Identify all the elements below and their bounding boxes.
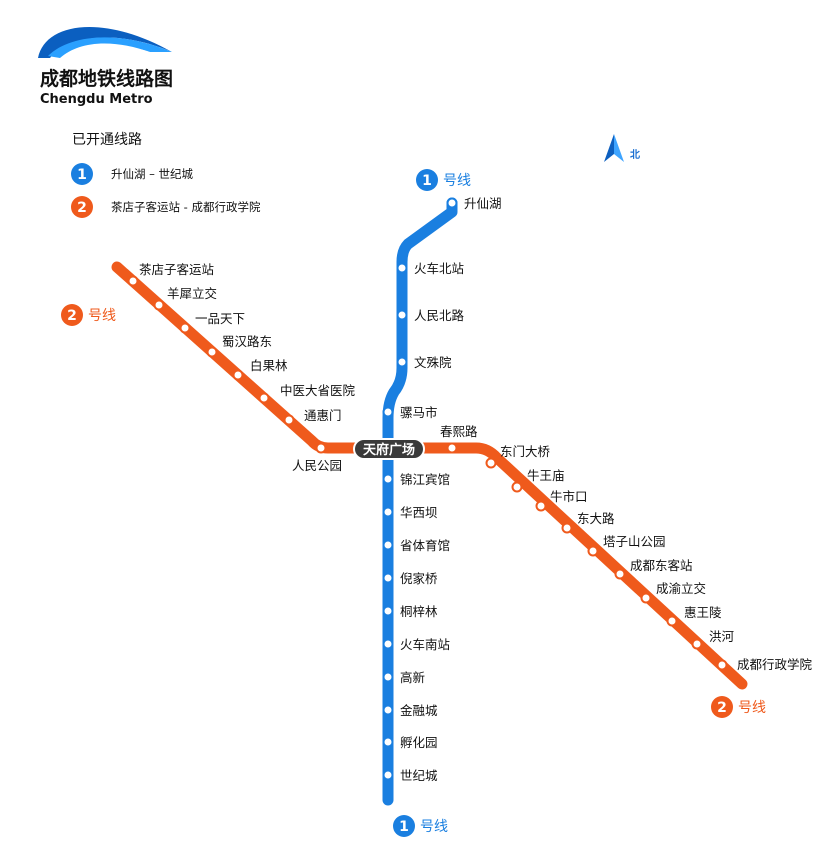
- station-line2[interactable]: 羊犀立交: [153, 286, 218, 311]
- line-2-badge-east-suffix: 号线: [738, 700, 766, 716]
- station-label: 一品天下: [195, 311, 245, 326]
- station-label: 孵化园: [400, 735, 438, 750]
- station-label: 文殊院: [414, 355, 452, 370]
- station-label: 塔子山公园: [603, 534, 666, 549]
- line-1-badge-top: 1 号线: [416, 169, 471, 191]
- station-label: 成都行政学院: [737, 657, 813, 672]
- station-label: 羊犀立交: [167, 286, 217, 301]
- station-label: 省体育馆: [400, 538, 450, 553]
- station-label: 锦江宾馆: [400, 472, 450, 487]
- station-label: 通惠门: [304, 408, 342, 423]
- legend-line-2-number: 2: [77, 200, 87, 216]
- station-label: 火车南站: [400, 637, 450, 652]
- station-line2[interactable]: 人民公园: [292, 442, 342, 474]
- station-label: 茶店子客运站: [139, 262, 214, 277]
- line-1-badge-bottom-suffix: 号线: [420, 819, 448, 835]
- station-line2[interactable]: 白果林: [232, 358, 289, 381]
- station-label: 倪家桥: [400, 571, 438, 586]
- line-2-west-stations: 茶店子客运站 羊犀立交 一品天下 蜀汉路东 白果林 中医大省医院 通惠门 人民公…: [127, 262, 356, 474]
- station-label: 高新: [400, 670, 425, 685]
- station-label: 金融城: [400, 703, 438, 718]
- station-label: 春熙路: [440, 424, 478, 439]
- station-line2[interactable]: 成都行政学院: [716, 657, 813, 672]
- station-label: 成渝立交: [656, 581, 706, 596]
- station-label: 东门大桥: [500, 444, 551, 459]
- line-2-east-stations: 春熙路 东门大桥 牛王庙 牛市口 东大路 塔子山公园 成都东客站 成渝立交 惠王…: [440, 424, 813, 672]
- station-label: 中医大省医院: [280, 383, 356, 398]
- station-label: 世纪城: [400, 768, 438, 783]
- legend-heading: 已开通线路: [72, 132, 142, 148]
- station-line2[interactable]: 牛市口: [535, 489, 588, 512]
- station-line2[interactable]: 惠王陵: [666, 605, 723, 627]
- line-1-badge-bottom: 1 号线: [393, 815, 448, 837]
- line-1-badge-top-number: 1: [422, 173, 432, 189]
- station-line1[interactable]: 锦江宾馆: [382, 472, 451, 487]
- station-label: 蜀汉路东: [222, 334, 272, 349]
- station-line1[interactable]: 孵化园: [382, 735, 438, 750]
- station-line1[interactable]: 人民北路: [396, 308, 465, 323]
- line-2-badge-east: 2 号线: [711, 696, 766, 718]
- station-line1[interactable]: 火车北站: [396, 261, 465, 276]
- station-label: 骡马市: [400, 405, 438, 420]
- station-line2[interactable]: 茶店子客运站: [127, 262, 215, 287]
- interchange-station[interactable]: 天府广场: [353, 438, 425, 460]
- legend-line-1: 1 升仙湖 – 世纪城: [71, 163, 194, 185]
- station-line2[interactable]: 东大路: [561, 511, 616, 534]
- station-line2[interactable]: 一品天下: [179, 311, 246, 334]
- station-label: 东大路: [577, 511, 615, 526]
- station-line1[interactable]: 高新: [382, 670, 426, 685]
- station-line1[interactable]: 金融城: [382, 703, 439, 718]
- station-line1[interactable]: 倪家桥: [382, 571, 439, 586]
- station-label: 白果林: [250, 358, 288, 373]
- line-1-badge-bottom-number: 1: [399, 819, 409, 835]
- station-line1[interactable]: 世纪城: [382, 768, 439, 783]
- station-line2[interactable]: 通惠门: [283, 408, 342, 426]
- line-2-badge-west-number: 2: [67, 308, 77, 324]
- north-arrow-icon: [604, 134, 624, 162]
- station-line1[interactable]: 骡马市: [382, 405, 438, 420]
- station-line2[interactable]: 塔子山公园: [587, 534, 666, 557]
- legend-line-1-number: 1: [77, 167, 87, 183]
- station-line2[interactable]: 成都东客站: [614, 558, 693, 580]
- legend-line-1-text: 升仙湖 – 世纪城: [111, 167, 194, 181]
- station-line2[interactable]: 中医大省医院: [258, 383, 356, 404]
- station-line1[interactable]: 省体育馆: [382, 538, 451, 553]
- station-line2[interactable]: 春熙路: [440, 424, 478, 454]
- station-label: 华西坝: [400, 505, 438, 520]
- station-line2[interactable]: 东门大桥: [485, 444, 551, 469]
- legend-line-2-text: 茶店子客运站 - 成都行政学院: [111, 200, 261, 214]
- station-label: 成都东客站: [630, 558, 693, 573]
- interchange-label: 天府广场: [363, 442, 415, 458]
- station-line1[interactable]: 火车南站: [382, 637, 451, 652]
- station-line1[interactable]: 华西坝: [382, 505, 438, 520]
- line-2-badge-west: 2 号线: [61, 304, 116, 326]
- station-label: 升仙湖: [464, 196, 502, 211]
- line-2-badge-west-suffix: 号线: [88, 308, 116, 324]
- north-label: 北: [630, 148, 640, 161]
- line-1-track: [382, 197, 458, 806]
- legend-line-2: 2 茶店子客运站 - 成都行政学院: [71, 196, 261, 218]
- station-line1[interactable]: 升仙湖: [446, 196, 502, 211]
- station-label: 惠王陵: [684, 605, 722, 620]
- map-title: 成都地铁线路图: [40, 67, 173, 90]
- station-line1[interactable]: 文殊院: [396, 355, 453, 370]
- station-line2[interactable]: 蜀汉路东: [206, 334, 273, 358]
- station-line1[interactable]: 桐梓林: [382, 604, 439, 619]
- station-label: 人民公园: [292, 458, 342, 473]
- station-label: 洪河: [709, 629, 735, 644]
- station-label: 人民北路: [414, 308, 465, 323]
- metro-logo: [38, 27, 172, 60]
- line-1-stations: 升仙湖 火车北站 人民北路 文殊院 骡马市 锦江宾馆 华西坝 省体育馆 倪家桥 …: [382, 196, 502, 783]
- map-subtitle: Chengdu Metro: [40, 92, 153, 107]
- station-line2[interactable]: 牛王庙: [511, 468, 565, 493]
- station-line2[interactable]: 成渝立交: [640, 581, 707, 604]
- station-line2[interactable]: 洪河: [691, 629, 735, 650]
- line-2-badge-east-number: 2: [717, 700, 727, 716]
- station-label: 牛王庙: [527, 468, 565, 483]
- station-label: 火车北站: [414, 261, 464, 276]
- station-label: 牛市口: [550, 489, 588, 504]
- line-1-badge-top-suffix: 号线: [443, 173, 471, 189]
- station-label: 桐梓林: [400, 604, 438, 619]
